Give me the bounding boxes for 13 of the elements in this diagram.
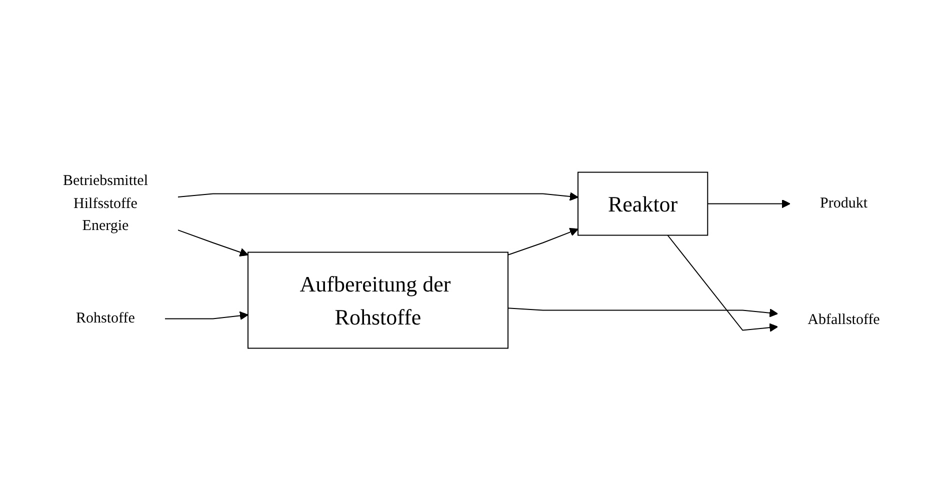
arrow — [164, 312, 248, 320]
arrow — [507, 228, 578, 256]
arrow — [177, 192, 578, 202]
node-text: Abfallstoffe — [807, 312, 880, 328]
arrow — [177, 230, 248, 257]
arrow — [507, 308, 778, 318]
node-text: Produkt — [820, 196, 868, 212]
arrow — [706, 200, 790, 209]
node-box: Reaktor — [577, 172, 708, 236]
node-text: Betriebsmittel Hilfsstoffe Energie — [62, 173, 148, 234]
node-box: Aufbereitung der Rohstoffe — [247, 252, 508, 350]
node-text: Rohstoffe — [76, 310, 135, 327]
arrow — [666, 235, 778, 332]
